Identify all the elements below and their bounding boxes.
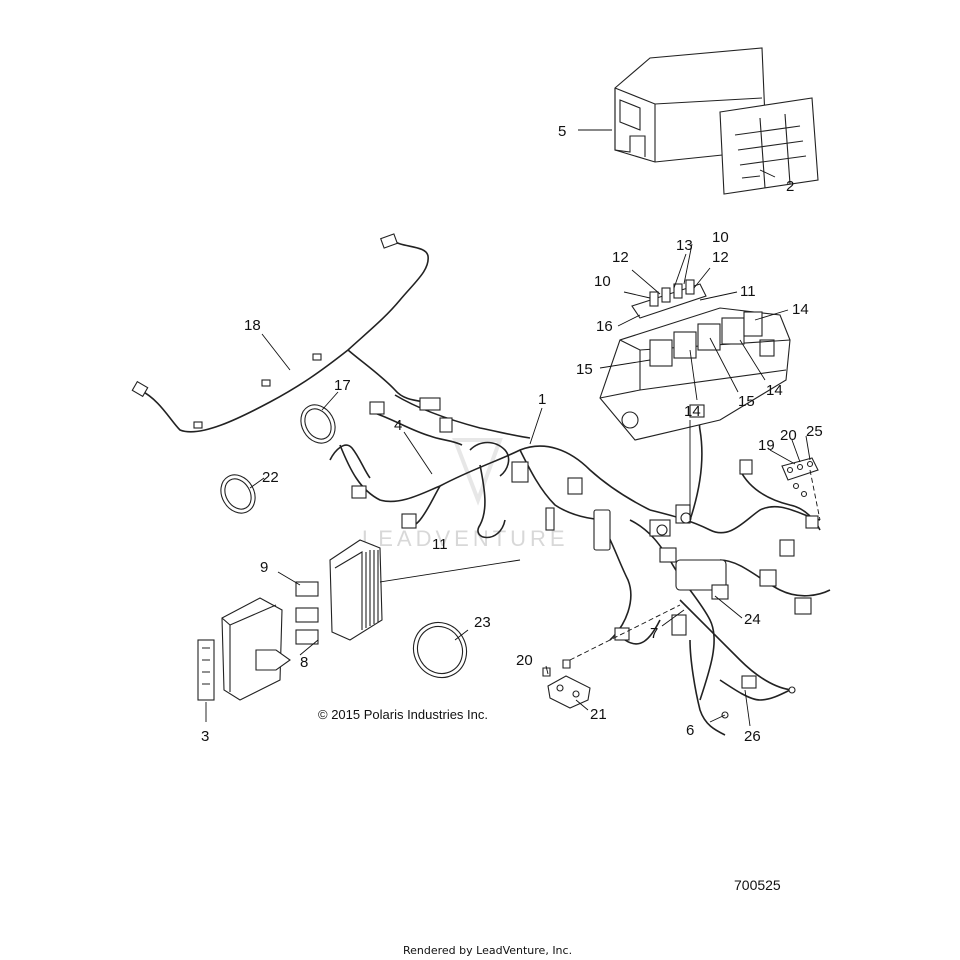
callout-16: 16 (596, 318, 613, 335)
callout-11: 11 (432, 536, 448, 553)
grommet-22[interactable] (214, 469, 262, 520)
callout-21: 21 (590, 706, 607, 723)
copyright-text: © 2015 Polaris Industries Inc. (318, 707, 488, 722)
callout-19: 19 (758, 437, 775, 454)
watermark-text: LEADVENTURE (362, 526, 569, 551)
assembly-dash-line (569, 604, 681, 661)
grommet-17[interactable] (294, 399, 342, 450)
fuse-strip[interactable] (631, 279, 707, 319)
callout-5: 5 (558, 123, 566, 140)
callout-3: 3 (201, 728, 209, 745)
callout-6: 6 (686, 722, 694, 739)
callout-24: 24 (744, 611, 761, 628)
callout-4: 4 (394, 417, 402, 434)
callout-20: 20 (516, 652, 533, 669)
callout-13: 13 (676, 237, 693, 254)
sub-harness-4[interactable] (329, 441, 510, 499)
callout-25: 25 (806, 423, 823, 440)
callout-15: 15 (738, 393, 755, 410)
callout-1: 1 (538, 391, 546, 408)
callout-7: 7 (650, 625, 658, 642)
callout-12: 12 (712, 249, 729, 266)
callout-26: 26 (744, 728, 761, 745)
callout-15: 15 (576, 361, 593, 378)
fuse-holder-decal[interactable] (197, 639, 215, 701)
harness-branch-18[interactable] (131, 233, 441, 433)
fuse-box-label-decal[interactable] (719, 97, 819, 195)
callout-22: 22 (262, 469, 279, 486)
callout-11: 11 (740, 283, 756, 300)
fuse-holder[interactable] (221, 597, 291, 701)
screw-20-lower[interactable] (542, 659, 571, 677)
grommet-23[interactable] (403, 613, 476, 687)
callout-12: 12 (612, 249, 629, 266)
callout-9: 9 (260, 559, 268, 576)
main-wire-harness[interactable] (339, 394, 831, 736)
callout-labels: 5 2 12 13 10 12 10 11 16 14 15 14 14 15 … (201, 123, 823, 745)
callout-2: 2 (786, 178, 794, 195)
callout-14: 14 (684, 403, 701, 420)
document-number: 700525 (734, 877, 781, 893)
callout-14: 14 (792, 301, 809, 318)
callout-17: 17 (334, 377, 351, 394)
callout-18: 18 (244, 317, 261, 334)
terminal-block[interactable] (781, 457, 821, 521)
callout-20: 20 (780, 427, 797, 444)
callout-8: 8 (300, 654, 308, 671)
callout-10: 10 (712, 229, 729, 246)
callout-10: 10 (594, 273, 611, 290)
watermark-logo (452, 438, 503, 506)
leader-lines (205, 129, 811, 727)
callout-23: 23 (474, 614, 491, 631)
callout-14: 14 (766, 382, 783, 399)
footer-rendered-by: Rendered by LeadVenture, Inc. (403, 944, 572, 957)
mounting-bracket[interactable] (547, 675, 591, 709)
fuse-9-10[interactable] (295, 581, 319, 645)
control-module[interactable] (329, 539, 383, 641)
